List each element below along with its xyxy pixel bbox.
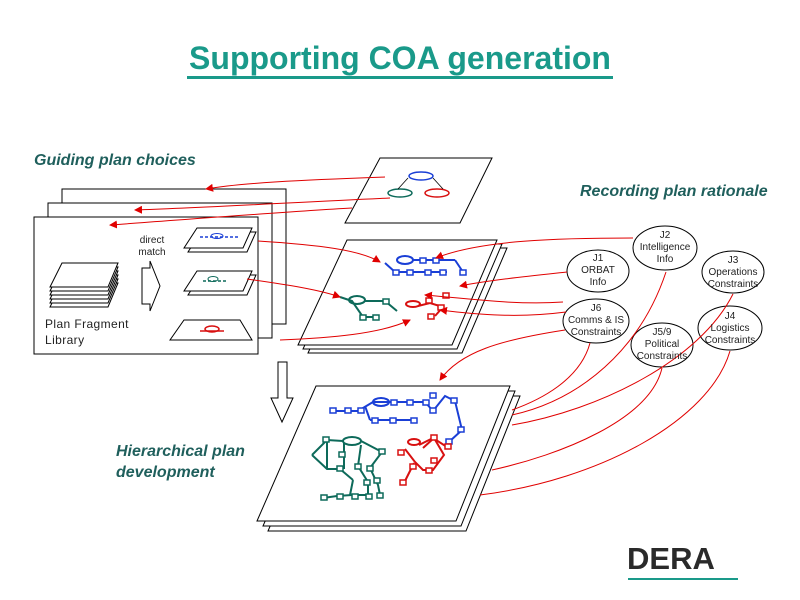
dera-logo: DERA (627, 541, 715, 576)
node-j3: J3 Operations Constraints (700, 255, 766, 291)
node-j2-line3: Info (656, 254, 674, 265)
partial-plan-stack (297, 239, 508, 354)
library-label: Plan Fragment Library (45, 316, 129, 348)
node-j6: J6 Comms & IS Constraints (561, 303, 631, 339)
node-j2-line1: J2 (659, 230, 671, 241)
node-j3-line3: Constraints (707, 279, 759, 290)
fragment-green (183, 270, 257, 296)
direct-match-line2: match (138, 247, 166, 258)
node-j6-ellipse (562, 298, 630, 344)
node-j1-line3: Info (589, 277, 607, 288)
node-j5-line3: Constraints (636, 351, 688, 362)
node-j6-line1: J6 (590, 303, 602, 314)
node-j5-line2: Political (644, 339, 680, 350)
library-sheets (49, 262, 119, 308)
heading-hierarchical: Hierarchical plan development (116, 441, 245, 483)
node-j1-ellipse (566, 249, 630, 293)
heading-recording: Recording plan rationale (580, 183, 768, 200)
node-j3-line2: Operations (708, 267, 758, 278)
node-j3-line1: J3 (727, 255, 739, 266)
node-j1-line2: ORBAT (581, 265, 615, 276)
node-j4-ellipse (697, 305, 763, 351)
rationale-nodes (562, 225, 765, 368)
direct-match-line1: direct (139, 235, 165, 246)
down-arrow (270, 361, 294, 424)
library-label-line1: Plan Fragment (45, 317, 129, 331)
library-label-line2: Library (45, 333, 85, 347)
guiding-choice-sheet (344, 157, 493, 224)
direct-match-arrow (141, 260, 161, 312)
logo-underline (628, 578, 738, 580)
page-title: Supporting COA generation (0, 40, 800, 79)
fragment-blue (183, 227, 257, 253)
heading-hierarchical-line2: development (116, 464, 215, 481)
node-j2-line2: Intelligence (639, 242, 691, 253)
node-j1: J1 ORBAT Info (567, 253, 629, 289)
node-j5: J5/9 Political Constraints (629, 327, 695, 363)
node-j4-line2: Logistics (710, 323, 750, 334)
node-j2: J2 Intelligence Info (631, 230, 699, 266)
heading-guiding: Guiding plan choices (34, 152, 196, 169)
node-j4: J4 Logistics Constraints (697, 311, 763, 347)
node-j5-line1: J5/9 (652, 327, 672, 338)
full-plan-stack (256, 385, 521, 532)
node-j6-line3: Constraints (570, 327, 622, 338)
node-j4-line3: Constraints (704, 335, 756, 346)
node-j3-ellipse (701, 250, 765, 294)
fragment-red (169, 319, 253, 341)
heading-hierarchical-line1: Hierarchical plan (116, 443, 245, 460)
node-j4-line1: J4 (724, 311, 736, 322)
node-j6-line2: Comms & IS (567, 315, 625, 326)
direct-match-label: direct match (132, 235, 172, 259)
node-j2-ellipse (632, 225, 698, 271)
rationale-arrows (109, 176, 734, 496)
node-j1-line1: J1 (592, 253, 604, 264)
